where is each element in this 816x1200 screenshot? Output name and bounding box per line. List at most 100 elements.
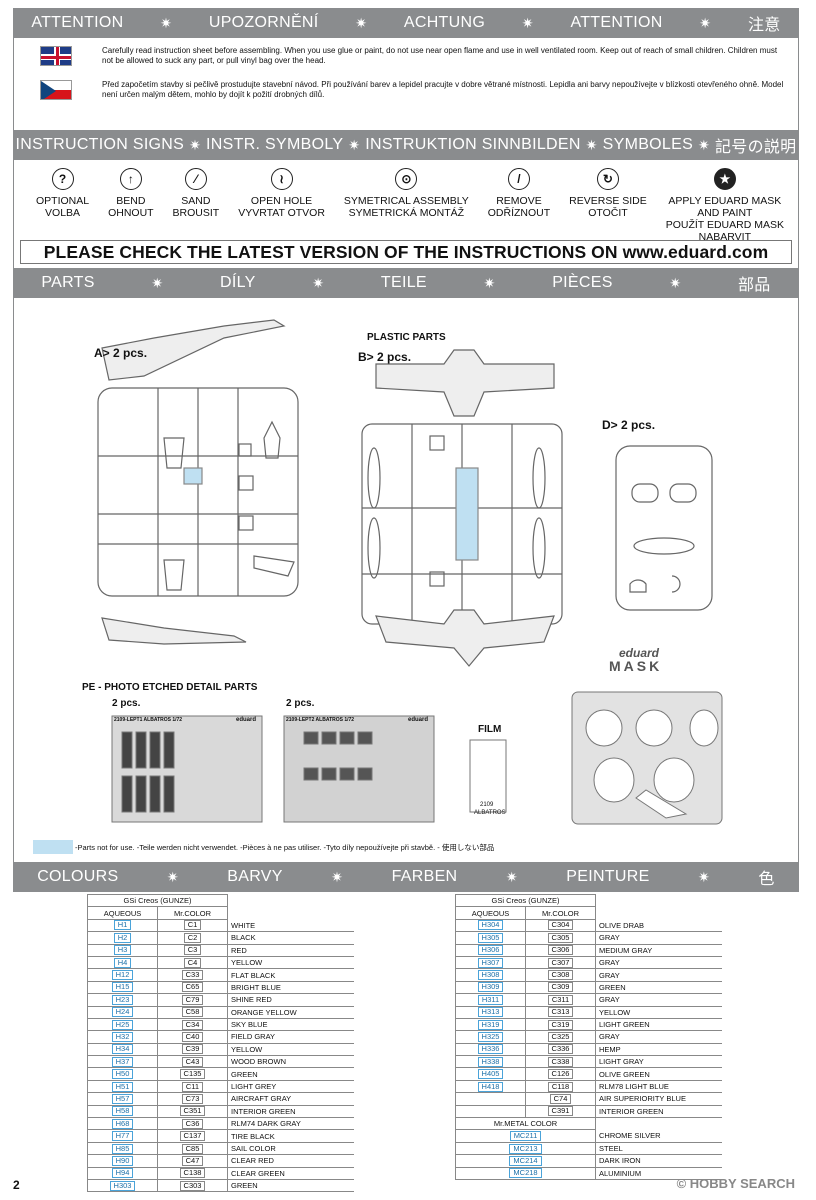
pe2-brand: eduard xyxy=(408,717,429,723)
aqueous-code: H313 xyxy=(477,1007,504,1018)
aqueous-code: H3 xyxy=(113,945,132,956)
colour-name: GRAY xyxy=(595,931,722,945)
mrcolor-code: C34 xyxy=(181,1019,204,1030)
film-name: ALBATROS xyxy=(474,810,506,816)
mrcolor-code: C65 xyxy=(181,982,204,993)
separator-star-icon: ✷ xyxy=(585,136,598,153)
sign-label: OPTIONAL xyxy=(36,195,90,207)
aqueous-code: H308 xyxy=(477,970,504,981)
colour-name: GRAY xyxy=(595,968,722,982)
mrcolor-code: C4 xyxy=(183,957,202,968)
aqueous-code: H24 xyxy=(111,1007,134,1018)
colour-name: YELLOW xyxy=(227,1043,354,1057)
colours-heading-jp: 色 xyxy=(758,871,775,888)
aqueous-code: H68 xyxy=(111,1118,134,1129)
colour-name: WOOD BROWN xyxy=(227,1055,354,1069)
aqueous-code: H94 xyxy=(111,1168,134,1179)
bend-icon: ↑ xyxy=(119,168,142,190)
attention-heading-cz: UPOZORNĚNÍ xyxy=(208,14,319,31)
colour-name: AIRCRAFT GRAY xyxy=(227,1092,354,1106)
mrcolor-code: C309 xyxy=(547,982,574,993)
cz-flag-icon xyxy=(40,80,72,100)
colour-name: GREEN xyxy=(595,981,722,995)
parts-artwork xyxy=(97,319,723,825)
page-number: 2 xyxy=(13,1178,20,1192)
aqueous-code: H307 xyxy=(477,957,504,968)
parts-heading-jp: 部品 xyxy=(738,277,771,294)
sand-icon: ⁄ xyxy=(184,168,207,190)
colour-name: OLIVE GREEN xyxy=(595,1067,722,1081)
mrcolor-code: C73 xyxy=(181,1093,204,1104)
pe2-count: 2 pcs. xyxy=(286,698,315,709)
colour-name: TIRE BLACK xyxy=(227,1129,354,1143)
signs-heading-cz: INSTR. SYMBOLY xyxy=(206,136,344,153)
aqueous-code: H32 xyxy=(111,1031,134,1042)
pe2-title: 2109-LEPT2 ALBATROS 1/72 xyxy=(286,717,355,723)
mask-sheet-drawing xyxy=(571,691,723,825)
aqueous-code: H37 xyxy=(111,1056,134,1067)
reverse-icon: ↻ xyxy=(596,168,619,190)
aqueous-code: H418 xyxy=(477,1081,504,1092)
attention-heading-de: ACHTUNG xyxy=(403,14,486,31)
brand-header: GSi Creos (GUNZE) xyxy=(87,893,228,908)
sign-label: SYMETRICAL ASSEMBLY xyxy=(343,195,469,207)
remove-icon: / xyxy=(507,168,530,190)
sprue-d-drawing xyxy=(615,445,713,611)
mrcolor-code: C311 xyxy=(547,994,574,1005)
colour-name: SKY BLUE xyxy=(227,1018,354,1032)
colours-heading-cz: BARVY xyxy=(227,868,283,885)
colour-name: STEEL xyxy=(595,1142,722,1156)
separator-star-icon: ✷ xyxy=(312,274,325,291)
mrcolor-code: C391 xyxy=(547,1106,574,1117)
latest-version-notice: PLEASE CHECK THE LATEST VERSION OF THE I… xyxy=(20,240,792,264)
mrcolor-code: C336 xyxy=(547,1044,574,1055)
colour-name: ORANGE YELLOW xyxy=(227,1006,354,1019)
aqueous-code: H23 xyxy=(111,994,134,1005)
aqueous-code: H85 xyxy=(111,1143,134,1154)
attention-text-en: Carefully read instruction sheet before … xyxy=(102,46,778,65)
aqueous-code: H25 xyxy=(111,1019,134,1030)
parts-section: PLASTIC PARTS A> 2 pcs. B> 2 pcs. D> 2 p… xyxy=(13,298,799,862)
metal-code: MC213 xyxy=(509,1143,542,1154)
sign-label: OHNOUT xyxy=(108,207,154,219)
colour-name: CLEAR RED xyxy=(227,1154,354,1168)
not-for-use-legend: -Parts not for use. -Teile werden nicht … xyxy=(75,843,495,852)
aqueous-code: H338 xyxy=(477,1056,504,1067)
mrcolor-code: C47 xyxy=(181,1155,204,1166)
colour-name: ALUMINIUM xyxy=(595,1167,722,1181)
colour-name: SAIL COLOR xyxy=(227,1142,354,1156)
aqueous-code: H336 xyxy=(477,1044,504,1055)
watermark: © HOBBY SEARCH xyxy=(676,1176,795,1191)
separator-star-icon: ✷ xyxy=(189,136,202,153)
metal-code: MC211 xyxy=(509,1131,542,1142)
not-for-use-swatch xyxy=(33,840,73,854)
colours-heading-de: FARBEN xyxy=(391,868,458,885)
aqueous-code: H319 xyxy=(477,1019,504,1030)
attention-row-cz: Před započetím stavby si pečlivě prostud… xyxy=(40,80,784,100)
mrcolor-code: C138 xyxy=(179,1168,206,1179)
mrcolor-code: C74 xyxy=(549,1093,572,1104)
separator-star-icon: ✷ xyxy=(331,868,344,885)
mask-logo-top: eduard xyxy=(619,646,660,660)
separator-star-icon: ✷ xyxy=(505,868,518,885)
